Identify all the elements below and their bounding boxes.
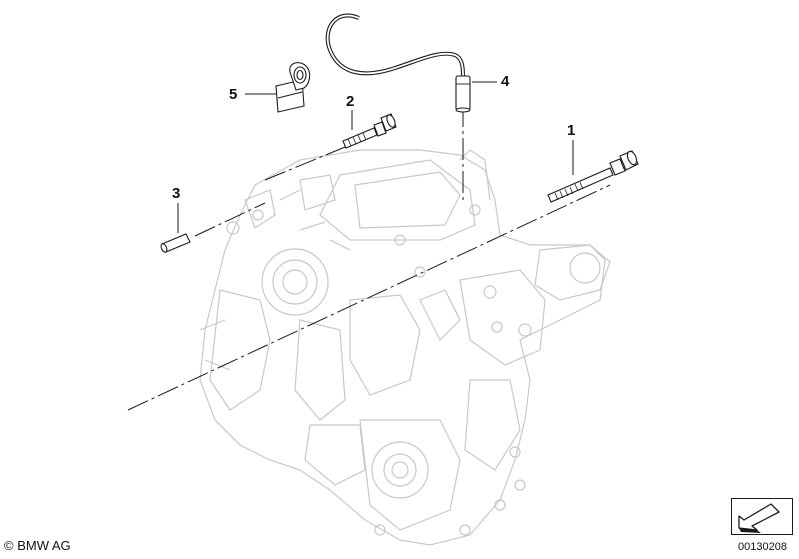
copyright-text: © BMW AG (4, 538, 71, 553)
diagram-id-text: 00130208 (738, 541, 787, 553)
callout-3-label: 3 (172, 185, 181, 202)
view-arrow-icon (731, 498, 793, 535)
assembly-axis-lines (127, 105, 611, 411)
callout-2-label: 2 (346, 93, 355, 110)
callout-4-label: 4 (501, 73, 510, 90)
part-5-hose-clip (275, 62, 311, 113)
part-1-flange-bolt (547, 150, 639, 203)
part-2-flange-bolt (342, 113, 397, 149)
part-3-dowel-pin (160, 233, 191, 253)
transfer-case-housing (199, 149, 611, 546)
callout-1-label: 1 (567, 122, 576, 139)
callout-leader-lines (177, 81, 574, 233)
callout-5-label: 5 (229, 86, 238, 103)
part-4-breather-hose (325, 13, 471, 113)
